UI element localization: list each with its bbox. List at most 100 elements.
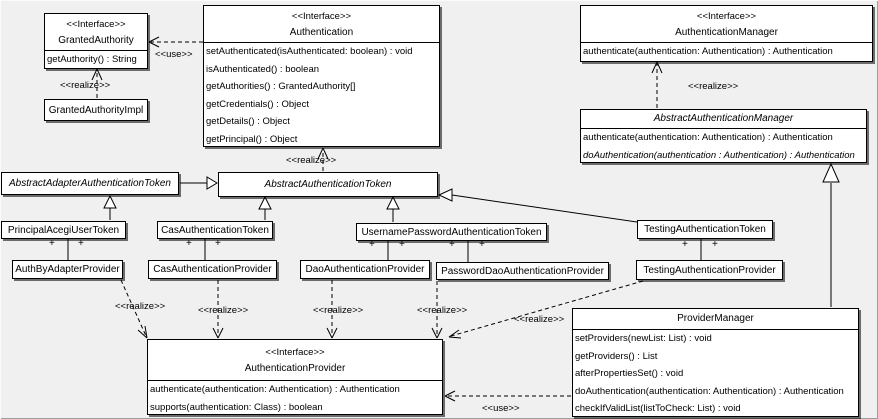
- class-name: PrincipalAcegiUserToken: [7, 224, 120, 236]
- member-row: getAuthorities() : GrantedAuthority[]: [206, 81, 356, 92]
- class-name: AuthByAdapterProvider: [15, 264, 120, 275]
- class-granted-authority[interactable]: <<Interface>> GrantedAuthority getAuthor…: [44, 13, 148, 69]
- assoc-plus-label: +: [399, 239, 405, 250]
- edge-realize-grantedauthorityimpl: [91, 68, 103, 98]
- class-name: Authentication: [289, 27, 354, 38]
- class-username-password-authentication-token[interactable]: UsernamePasswordAuthenticationToken: [356, 223, 547, 241]
- edge-realize-daoauthenticationprovider: [326, 280, 338, 339]
- member-row: getProviders() : List: [575, 350, 658, 362]
- edge-gen-castoken: [258, 195, 272, 220]
- class-name: DaoAuthenticationProvider: [305, 264, 425, 275]
- member-row: getAuthority() : String: [47, 54, 137, 65]
- stereotype-label: <<Interface>>: [696, 11, 757, 22]
- member-row: getPrincipal() : Object: [206, 133, 298, 145]
- class-testing-authentication-provider[interactable]: TestingAuthenticationProvider: [636, 260, 783, 280]
- member-row: getCredentials() : Object: [206, 98, 309, 110]
- edge-use-providermanager-authenticationprovider: [444, 390, 571, 402]
- realize-label: <<realize>>: [313, 305, 364, 316]
- use-label: <<use>>: [155, 49, 193, 60]
- edge-gen-testingtoken: [437, 188, 638, 223]
- class-testing-authentication-token[interactable]: TestingAuthenticationToken: [637, 220, 773, 239]
- class-name: CasAuthenticationToken: [161, 224, 269, 236]
- class-provider-manager[interactable]: ProviderManager setProviders(newList: Li…: [572, 308, 859, 417]
- stereotype-label: <<Interface>>: [291, 11, 352, 22]
- member-row: doAuthentication(authentication: Authent…: [575, 385, 844, 397]
- edge-realize-testingauthenticationprovider: [448, 280, 644, 339]
- class-name: UsernamePasswordAuthenticationToken: [361, 226, 542, 238]
- class-auth-by-adapter-provider[interactable]: AuthByAdapterProvider: [12, 260, 123, 279]
- class-name: CasAuthenticationProvider: [153, 264, 272, 275]
- edge-gen-abstractadapter-abstracttoken: [180, 176, 218, 190]
- class-dao-authentication-provider[interactable]: DaoAuthenticationProvider: [300, 260, 430, 279]
- class-authentication[interactable]: <<Interface>> Authentication setAuthenti…: [203, 5, 440, 147]
- realize-label: <<realize>>: [688, 81, 739, 92]
- member-row: authenticate(authentication: Authenticat…: [583, 46, 833, 57]
- member-row: authenticate(authentication: Authenticat…: [150, 384, 400, 395]
- class-password-dao-authentication-provider[interactable]: PasswordDaoAuthenticationProvider: [436, 262, 609, 280]
- realize-label: <<realize>>: [115, 301, 166, 312]
- realize-label: <<realize>>: [286, 155, 337, 166]
- edge-realize-casauthenticationprovider: [212, 280, 224, 339]
- member-row: checkIfValidList(listToCheck: List) : vo…: [575, 403, 741, 414]
- class-abstract-authentication-token[interactable]: AbstractAuthenticationToken: [218, 172, 438, 197]
- class-name: GrantedAuthority: [58, 35, 134, 46]
- assoc-plus-label: +: [369, 239, 375, 250]
- class-header: <<Interface>> GrantedAuthority: [45, 14, 147, 51]
- class-authentication-manager[interactable]: <<Interface>> AuthenticationManager auth…: [580, 5, 873, 62]
- class-header: ProviderManager: [573, 309, 858, 330]
- edge-gen-principalacegi: [103, 194, 117, 220]
- edge-gen-usernamepasswordtoken: [386, 195, 400, 222]
- assoc-plus-label: +: [186, 238, 192, 249]
- assoc-plus-label: +: [682, 239, 688, 250]
- class-name: AuthenticationProvider: [244, 363, 346, 374]
- realize-label: <<realize>>: [60, 80, 111, 91]
- assoc-plus-label: +: [49, 238, 55, 249]
- stereotype-label: <<Interface>>: [265, 347, 325, 358]
- class-name: ProviderManager: [677, 313, 754, 324]
- class-granted-authority-impl[interactable]: GrantedAuthorityImpl: [44, 99, 148, 121]
- class-name: AuthenticationManager: [675, 27, 778, 38]
- member-row: setAuthenticated(isAuthenticated: boolea…: [206, 46, 413, 57]
- edge-realize-authbyadapterprovider: [120, 279, 148, 339]
- edge-gen-providermanager: [822, 162, 840, 307]
- stereotype-label: <<Interface>>: [66, 19, 126, 30]
- realize-label: <<realize>>: [417, 305, 468, 316]
- edge-realize-passworddaoauthenticationprovider: [431, 281, 443, 339]
- assoc-plus-label: +: [215, 238, 221, 249]
- class-principal-acegi-user-token[interactable]: PrincipalAcegiUserToken: [1, 221, 126, 239]
- class-cas-authentication-provider[interactable]: CasAuthenticationProvider: [148, 260, 277, 279]
- member-row: setProviders(newList: List) : void: [575, 333, 712, 344]
- edge-realize-abstractauthenticationtoken: [317, 147, 329, 171]
- member-row: getDetails() : Object: [206, 116, 290, 127]
- member-row: authenticate(authentication: Authenticat…: [583, 132, 833, 143]
- class-name: PasswordDaoAuthenticationProvider: [441, 265, 604, 277]
- member-row: supports(authentication: Class) : boolea…: [150, 401, 323, 413]
- class-header: <<Interface>> AuthenticationProvider: [148, 340, 442, 381]
- class-header: <<Interface>> Authentication: [204, 6, 439, 43]
- class-header: <<Interface>> AuthenticationManager: [581, 6, 872, 43]
- class-header: AbstractAuthenticationManager: [581, 110, 866, 129]
- member-row: isAuthenticated() : boolean: [206, 63, 320, 75]
- class-name: AbstractAuthenticationToken: [264, 179, 392, 190]
- assoc-plus-label: +: [712, 239, 718, 250]
- class-name: TestingAuthenticationProvider: [643, 264, 776, 276]
- use-label: <<use>>: [482, 403, 520, 414]
- realize-label: <<realize>>: [198, 305, 249, 316]
- member-row: doAuthentication(authentication : Authen…: [583, 149, 855, 161]
- member-row: afterPropertiesSet() : void: [575, 368, 684, 379]
- class-name: AbstractAdapterAuthenticationToken: [9, 178, 171, 189]
- class-abstract-authentication-manager[interactable]: AbstractAuthenticationManager authentica…: [580, 109, 867, 163]
- class-abstract-adapter-authentication-token[interactable]: AbstractAdapterAuthenticationToken: [1, 172, 179, 195]
- assoc-plus-label: +: [449, 239, 455, 250]
- class-name: TestingAuthenticationToken: [644, 224, 766, 235]
- class-name: AbstractAuthenticationManager: [653, 113, 794, 124]
- class-name: GrantedAuthorityImpl: [48, 104, 144, 116]
- class-cas-authentication-token[interactable]: CasAuthenticationToken: [157, 221, 273, 239]
- edge-use-authentication-grantedauthority: [148, 36, 203, 48]
- edge-realize-abstractauthenticationmanager: [651, 61, 663, 108]
- realize-label: <<realize>>: [514, 314, 565, 325]
- class-authentication-provider[interactable]: <<Interface>> AuthenticationProvider aut…: [147, 339, 443, 415]
- assoc-plus-label: +: [479, 239, 485, 250]
